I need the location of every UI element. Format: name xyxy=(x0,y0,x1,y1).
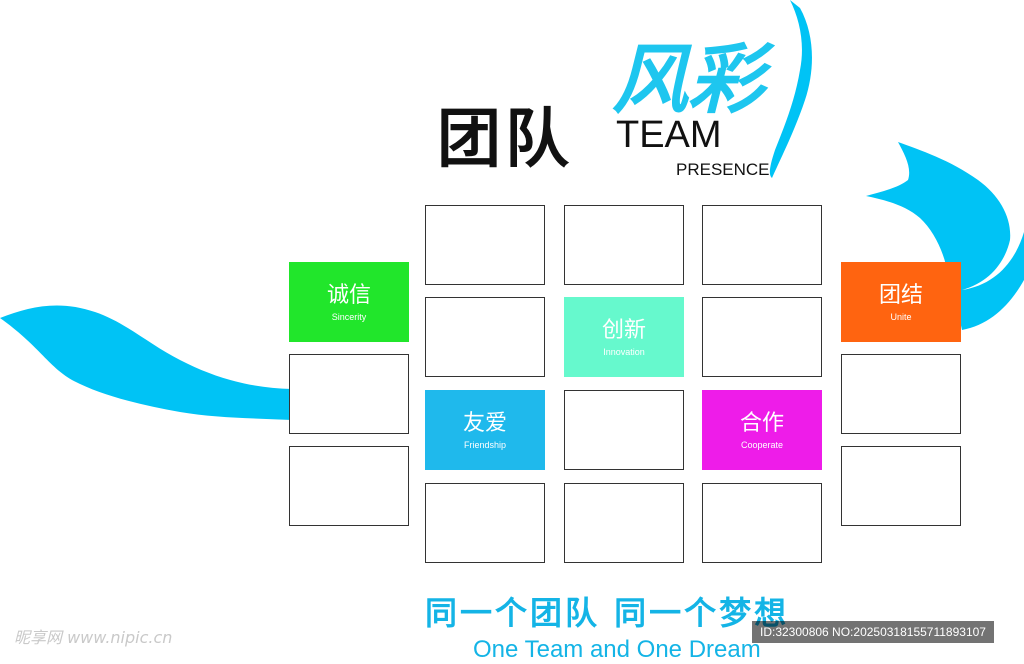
title-swoosh xyxy=(769,0,812,178)
photo-frame xyxy=(425,205,545,285)
photo-frame xyxy=(564,483,684,563)
tile-friendship-sublabel: Friendship xyxy=(463,439,507,450)
photo-frame xyxy=(564,390,684,470)
title-presence: PRESENCE xyxy=(676,160,770,179)
photo-frame xyxy=(425,297,545,377)
left-ribbon xyxy=(0,305,292,420)
tile-cooperate-label: 合作 xyxy=(739,410,784,436)
tile-sincerity: 诚信 Sincerity xyxy=(289,262,409,342)
title-chinese: 团队 xyxy=(437,102,573,177)
tile-unite-sublabel: Unite xyxy=(890,311,912,322)
photo-frame xyxy=(702,483,822,563)
photo-frame xyxy=(841,446,961,526)
tile-sincerity-sublabel: Sincerity xyxy=(331,311,367,322)
tile-sincerity-label: 诚信 xyxy=(326,282,371,308)
tile-innovation-label: 创新 xyxy=(601,317,646,343)
tile-cooperate: 合作 Cooperate xyxy=(702,390,822,470)
tile-innovation: 创新 Innovation xyxy=(564,297,684,377)
tile-unite: 团结 Unite xyxy=(841,262,961,342)
photo-frame xyxy=(425,483,545,563)
tile-unite-label: 团结 xyxy=(878,282,923,308)
slogan-chinese: 同一个团队 同一个梦想 xyxy=(425,594,790,632)
tile-friendship-label: 友爱 xyxy=(462,410,507,436)
title-script-chinese: 风彩 xyxy=(612,35,764,124)
watermark-right: ID:32300806 NO:20250318155711893107 xyxy=(752,621,994,643)
photo-frame xyxy=(841,354,961,434)
photo-frame xyxy=(289,446,409,526)
right-ribbon xyxy=(866,142,1024,330)
photo-frame xyxy=(702,205,822,285)
title-team: TEAM xyxy=(616,114,722,156)
tile-cooperate-sublabel: Cooperate xyxy=(740,439,784,450)
tile-friendship: 友爱 Friendship xyxy=(425,390,545,470)
watermark-left: 昵享网 www.nipic.cn xyxy=(14,628,173,647)
photo-frame xyxy=(289,354,409,434)
photo-frame xyxy=(702,297,822,377)
photo-frame xyxy=(564,205,684,285)
slogan-english: One Team and One Dream xyxy=(473,636,761,663)
tile-innovation-sublabel: Innovation xyxy=(603,346,645,357)
